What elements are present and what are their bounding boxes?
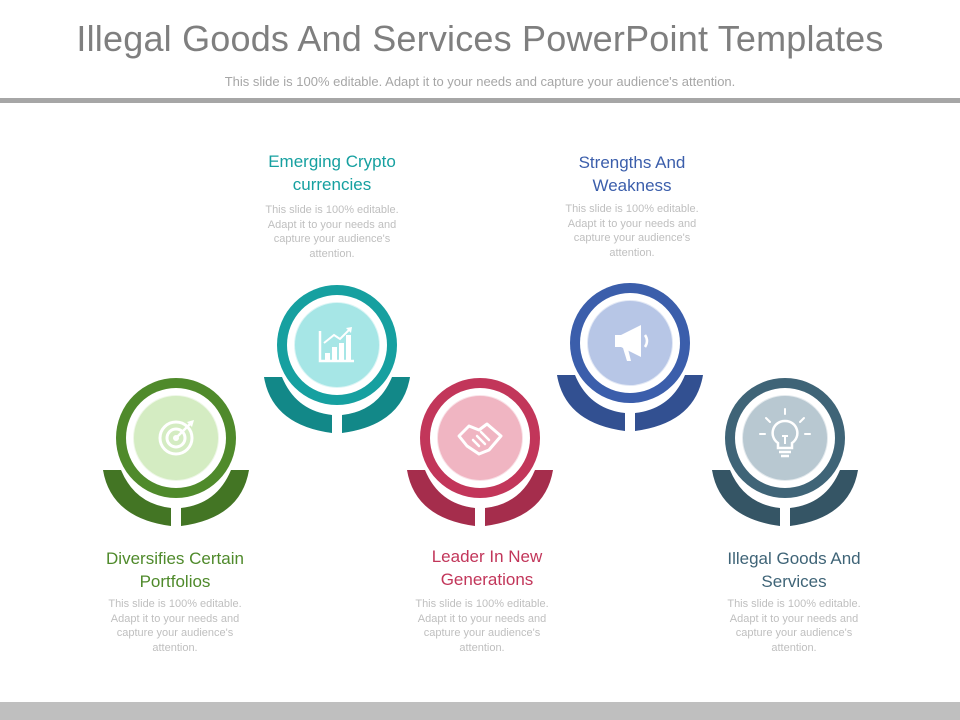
- desc-leader: This slide is 100% editable. Adapt it to…: [415, 598, 549, 654]
- desc-illegal-goods: This slide is 100% editable. Adapt it to…: [727, 598, 861, 654]
- right-wing: [342, 377, 410, 433]
- desc-diversifies: This slide is 100% editable. Adapt it to…: [108, 598, 242, 654]
- right-wing: [181, 470, 249, 526]
- inner-highlight: [293, 301, 381, 389]
- inner-disc: [294, 302, 380, 388]
- right-wing-shade: [485, 470, 553, 526]
- left-wing-shade: [264, 377, 332, 433]
- node-diversifies: [101, 378, 251, 528]
- node-graphic: [712, 378, 858, 526]
- right-wing: [635, 375, 703, 431]
- node-graphic: [407, 378, 553, 526]
- megaphone-icon: [615, 325, 649, 361]
- target-icon: [158, 420, 194, 456]
- left-wing: [557, 375, 625, 431]
- heading-illegal-goods: Illegal Goods And Services: [727, 549, 861, 591]
- left-wing: [712, 470, 780, 526]
- right-wing-shade: [635, 375, 703, 431]
- left-wing-shade: [557, 375, 625, 431]
- left-wing: [407, 470, 475, 526]
- slide-title: Illegal Goods And Services PowerPoint Te…: [76, 18, 884, 59]
- lightbulb-icon: [759, 408, 811, 458]
- node-graphic: [557, 283, 703, 431]
- inner-highlight: [741, 394, 829, 482]
- node-strengths: [555, 283, 705, 433]
- inner-highlight: [436, 394, 524, 482]
- right-wing-shade: [181, 470, 249, 526]
- node-graphic: [103, 378, 249, 526]
- right-wing-shade: [342, 377, 410, 433]
- node-leader: [405, 378, 555, 528]
- title-divider: [0, 98, 960, 103]
- handshake-icon: [457, 422, 503, 456]
- node-illegal-goods: [710, 378, 860, 528]
- bar-chart-icon: [318, 327, 354, 363]
- left-wing-shade: [103, 470, 171, 526]
- left-wing-shade: [712, 470, 780, 526]
- inner-highlight: [132, 394, 220, 482]
- left-wing: [103, 470, 171, 526]
- heading-crypto: Emerging Crypto currencies: [268, 152, 396, 194]
- right-wing: [485, 470, 553, 526]
- inner-highlight: [586, 299, 674, 387]
- slide-subtitle: This slide is 100% editable. Adapt it to…: [224, 74, 736, 89]
- right-wing: [790, 470, 858, 526]
- left-wing-shade: [407, 470, 475, 526]
- heading-leader: Leader In New Generations: [431, 547, 543, 589]
- left-wing: [264, 377, 332, 433]
- right-wing-shade: [790, 470, 858, 526]
- node-graphic: [264, 285, 410, 433]
- footer-bar: [0, 702, 960, 720]
- desc-strengths: This slide is 100% editable. Adapt it to…: [565, 203, 699, 259]
- node-crypto: [262, 285, 412, 435]
- desc-crypto: This slide is 100% editable. Adapt it to…: [265, 204, 399, 260]
- heading-diversifies: Diversifies Certain Portfolios: [106, 549, 244, 591]
- heading-strengths: Strengths And Weakness: [578, 153, 686, 195]
